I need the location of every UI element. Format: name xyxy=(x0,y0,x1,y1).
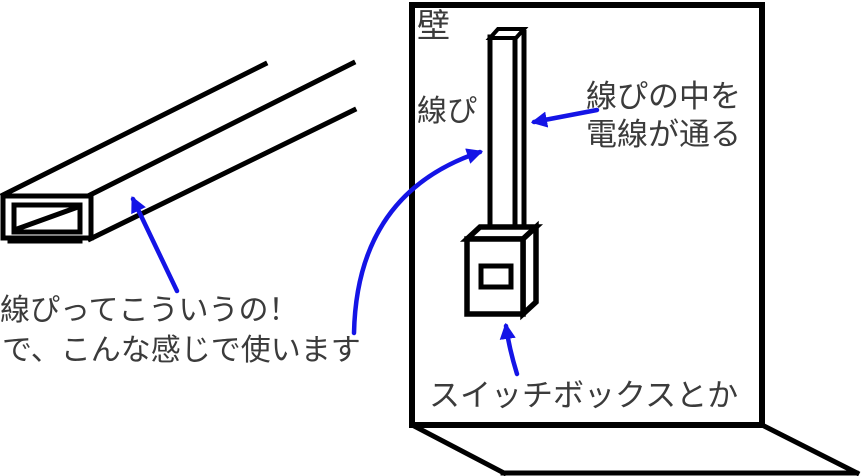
wall-outline xyxy=(409,2,765,428)
switch-box-label: スイッチボックスとか xyxy=(429,378,738,413)
duct-end-inner xyxy=(11,202,83,235)
wall-label: 壁 xyxy=(417,7,450,44)
raceway-top-face xyxy=(485,27,529,40)
raceway-label: 線ぴ xyxy=(417,95,477,128)
switch-box-drawing xyxy=(459,220,544,321)
vertical-raceway-drawing xyxy=(485,27,529,234)
duct-top-left-edge xyxy=(0,60,269,199)
raceway-sample-drawing xyxy=(0,59,358,244)
wires-note-line1: 線ぴの中を xyxy=(586,79,741,114)
switch-box-opening xyxy=(478,263,514,290)
sample-note-line2: で、こんな感じで使います xyxy=(2,334,361,367)
floor-drawing xyxy=(410,422,861,476)
arrow-to-raceway-sample xyxy=(130,196,180,294)
duct-end-outer xyxy=(0,193,94,241)
arrow-to-switch-box xyxy=(499,322,520,377)
arrow-wires-through xyxy=(530,107,600,128)
sample-note-line1: 線ぴってこういうの！ xyxy=(0,294,299,327)
duct-bottom-edge xyxy=(86,106,358,243)
floor-right-edge xyxy=(760,422,861,476)
floor-left-edge xyxy=(410,422,508,476)
wires-note-line2: 電線が通る xyxy=(586,117,741,152)
duct-top-right-edge xyxy=(86,59,357,199)
wall-drawing xyxy=(409,2,861,476)
duct-end-diagonal xyxy=(13,203,82,233)
curved-arrow-usage xyxy=(351,148,484,336)
raceway-front-face xyxy=(487,34,518,234)
switch-box-front-face xyxy=(464,236,526,317)
